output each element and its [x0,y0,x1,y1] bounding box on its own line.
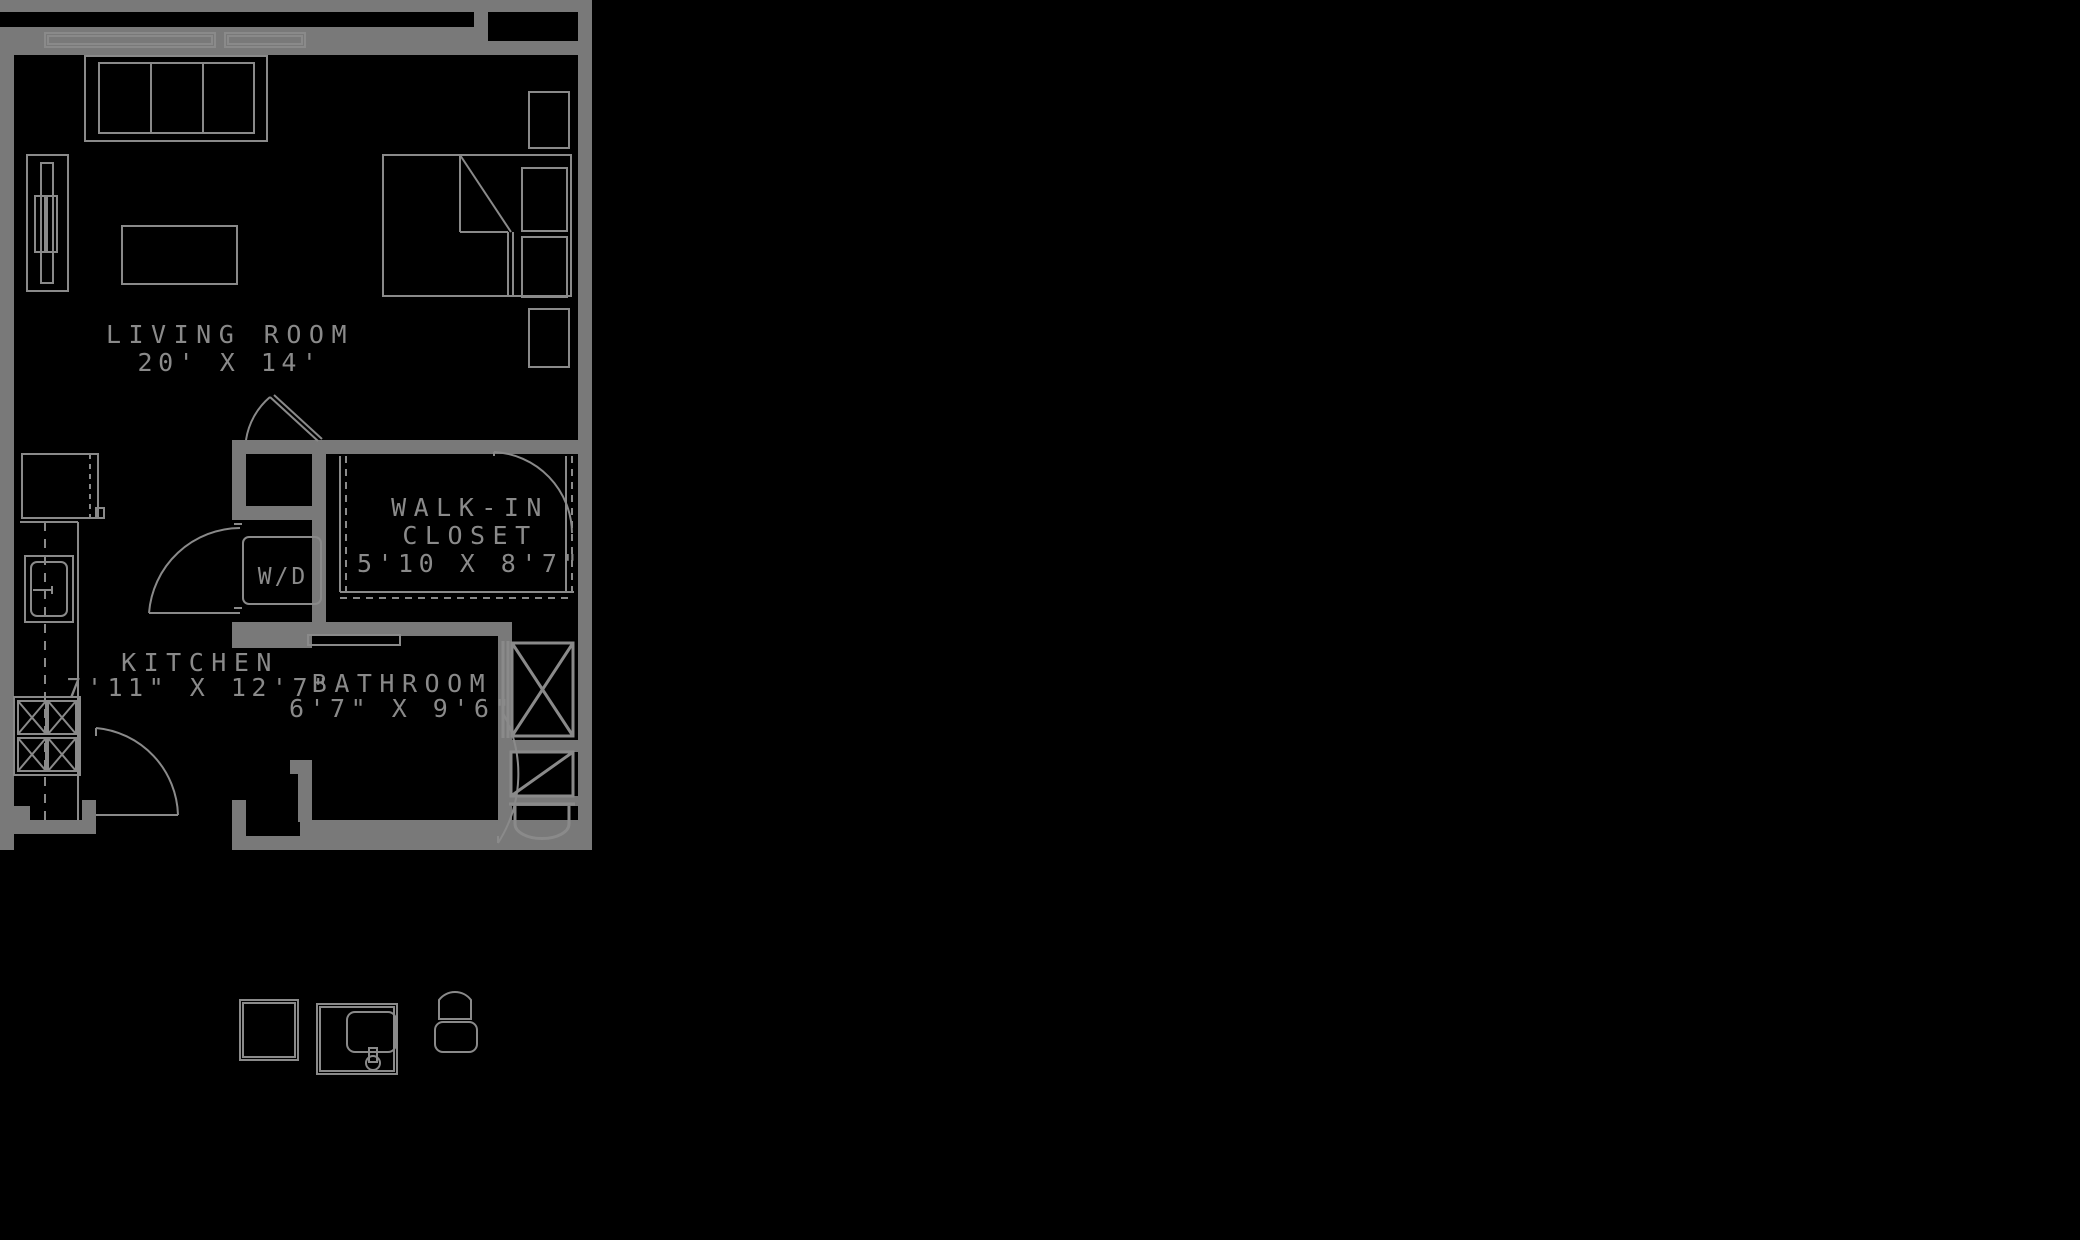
laundry-door [148,523,242,614]
bed [382,154,572,297]
refrigerator [21,453,105,519]
coffee-table [121,225,238,285]
living-room-dimensions: 20' X 14' [138,348,323,377]
linen-closet [239,999,299,1061]
nightstand-upper [521,167,568,232]
kitchen-label: KITCHEN [121,648,279,677]
walk-in-closet-dimensions: 5'10 X 8'7" [357,549,583,578]
shower [501,641,575,738]
closet-shelving [339,456,574,599]
living-room-label: LIVING ROOM [106,320,354,349]
dresser-top [528,91,570,149]
nightstand-lower [521,236,568,298]
bathroom-door [497,712,520,844]
bath-alcove [509,802,575,841]
unit-entry-door [95,727,179,816]
bathroom-dimensions: 6'7" X 9'6" [289,694,515,723]
toilet [434,991,478,1053]
bottom-wall-details [307,634,401,646]
washer-dryer-label: W/D [258,564,309,590]
sofa [84,55,268,142]
walk-in-closet-label-line2: CLOSET [402,521,537,550]
kitchen-sink [24,555,74,623]
media-console [26,154,69,292]
dresser-bottom [528,308,570,368]
bathroom-vanity [316,1003,398,1075]
shower-shelf [509,750,575,798]
kitchen-counter [20,521,79,820]
washer-dryer [242,536,322,605]
walk-in-closet-label-line1: WALK-IN [391,493,549,522]
balcony-slider [44,32,306,48]
kitchen-dimensions: 7'11" X 12'7" [66,673,333,702]
bathroom-label: BATHROOM [312,669,492,698]
range [13,696,81,776]
closet-door [493,451,573,534]
entry-door [245,394,323,442]
